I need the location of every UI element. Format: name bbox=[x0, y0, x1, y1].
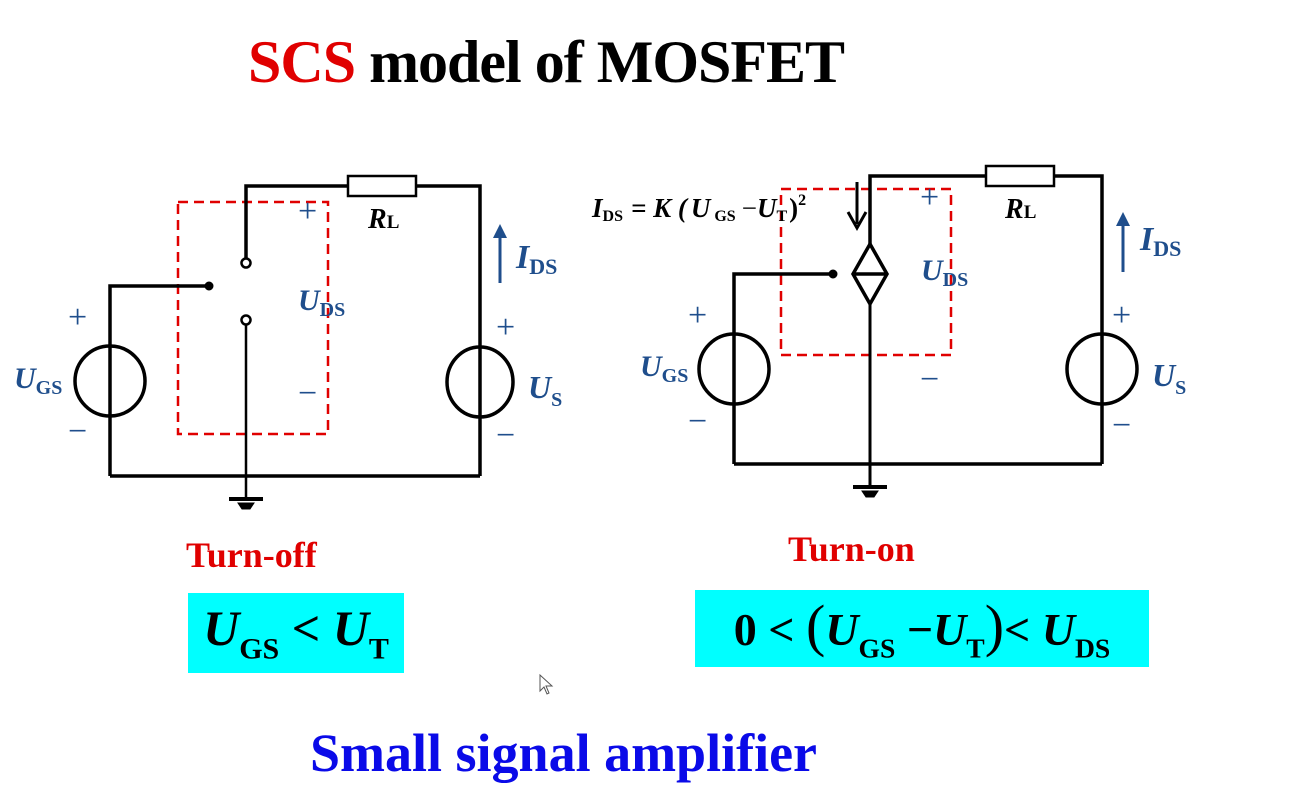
right-labels: RL IDS UDS UGS US + − + − + − bbox=[640, 179, 1186, 444]
left-mosfet-box bbox=[176, 200, 330, 436]
left-us-source bbox=[445, 345, 515, 419]
left-us-plus: + bbox=[496, 309, 515, 346]
right-circuit bbox=[697, 164, 1139, 498]
right-ugs-label: UGS bbox=[640, 350, 688, 387]
turn-on-condition: 0 < (UGS −UT)< UDS bbox=[733, 593, 1111, 664]
right-us-plus: + bbox=[1112, 297, 1131, 334]
turn-off-condition-box: UGS < UT bbox=[188, 593, 404, 673]
right-vds-label: UDS bbox=[921, 254, 968, 291]
turn-on-label: Turn-on bbox=[788, 529, 915, 569]
right-mosfet-box bbox=[779, 187, 953, 357]
left-vds-plus: + bbox=[298, 193, 317, 230]
right-gate-terminal bbox=[828, 269, 838, 279]
right-ugs-minus: − bbox=[688, 403, 707, 440]
left-us-label: US bbox=[528, 369, 562, 411]
turn-off-condition: UGS < UT bbox=[203, 600, 389, 666]
right-ground-foot bbox=[861, 490, 879, 498]
left-vds-label: UDS bbox=[298, 284, 345, 321]
left-load-resistor bbox=[346, 174, 418, 198]
footer-text: Small signal amplifier bbox=[310, 723, 818, 783]
right-us-source bbox=[1065, 332, 1139, 406]
title-highlight: SCS bbox=[248, 29, 356, 95]
right-top-right-wire bbox=[1054, 174, 1104, 464]
left-ugs-source bbox=[73, 344, 147, 418]
left-drain-terminal bbox=[240, 257, 252, 269]
left-us-minus: − bbox=[496, 417, 515, 454]
right-vds-minus: − bbox=[920, 361, 939, 398]
right-load-resistor bbox=[984, 164, 1056, 188]
right-ugs-source bbox=[697, 332, 771, 406]
title-rest: model of MOSFET bbox=[355, 29, 845, 95]
left-ugs-plus: + bbox=[68, 299, 87, 336]
left-ugs-minus: − bbox=[68, 413, 87, 450]
left-current-arrowhead bbox=[493, 224, 507, 238]
left-top-right-wire bbox=[416, 184, 482, 476]
left-circuit bbox=[73, 174, 515, 510]
left-ugs-label: UGS bbox=[14, 362, 62, 399]
left-rl-label: RL bbox=[367, 204, 399, 235]
right-drain-wire bbox=[868, 174, 986, 244]
left-gate-wire bbox=[108, 284, 206, 476]
right-ugs-plus: + bbox=[688, 297, 707, 334]
turn-off-label: Turn-off bbox=[186, 535, 317, 575]
left-source-terminal bbox=[240, 314, 252, 326]
right-us-label: US bbox=[1152, 357, 1186, 399]
right-us-minus: − bbox=[1112, 407, 1131, 444]
left-gate-terminal bbox=[204, 281, 214, 291]
left-labels: RL IDS UDS UGS US + − + − + − bbox=[14, 193, 562, 454]
right-vds-plus: + bbox=[920, 179, 939, 216]
left-vds-minus: − bbox=[298, 375, 317, 412]
left-ids-label: IDS bbox=[515, 239, 557, 279]
right-gate-wire bbox=[732, 272, 830, 464]
slide-title: SCS model of MOSFET bbox=[248, 28, 845, 97]
mouse-pointer-icon bbox=[539, 673, 554, 695]
turn-on-condition-box: 0 < (UGS −UT)< UDS bbox=[695, 590, 1149, 667]
right-dep-current-arrowhead bbox=[846, 211, 868, 232]
left-drain-wire bbox=[244, 184, 348, 260]
left-ground-foot bbox=[237, 502, 255, 510]
right-rl-label: RL bbox=[1004, 194, 1036, 225]
right-ids-label: IDS bbox=[1139, 221, 1181, 261]
right-current-arrowhead bbox=[1116, 212, 1130, 226]
